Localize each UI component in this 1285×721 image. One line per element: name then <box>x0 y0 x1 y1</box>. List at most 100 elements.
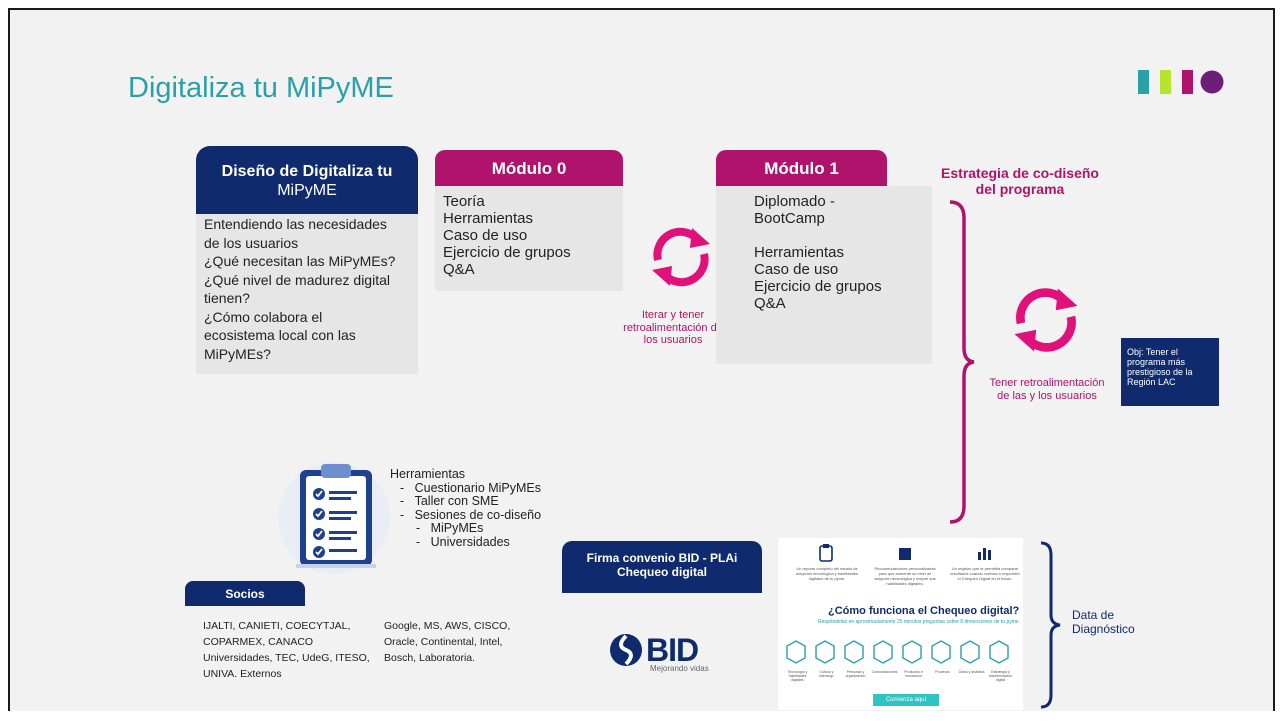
partner-line: UNIVA. Externos <box>203 668 282 680</box>
dimension-icons <box>786 640 1009 664</box>
herramientas-item: - Taller con SME <box>400 494 499 508</box>
diag-heading: ¿Cómo funciona el Chequeo digital? <box>828 605 1020 617</box>
dimension-hex-icon <box>960 640 980 664</box>
objective-line: programa más <box>1127 357 1186 367</box>
iterate-line: retroalimentación de <box>623 321 723 334</box>
objective-line: prestigioso de la <box>1127 367 1193 377</box>
dimension-labels: Tecnología y habilidades digitales Cultu… <box>783 670 1023 682</box>
herramientas-item-label: Cuestionario MiPyMEs <box>414 480 542 495</box>
diseno-line: ecosistema local con las <box>204 327 356 343</box>
dimension-label: Procesos <box>935 670 950 674</box>
diseno-header-line1: Diseño de Digitaliza tu <box>221 163 393 180</box>
herramientas-subitem: - MiPyMEs <box>416 521 484 535</box>
diag-col-3: Un registro que te permitirá comparar re… <box>950 566 1020 581</box>
objective-line: Región LAC <box>1127 377 1176 387</box>
feedback-line: de las y los usuarios <box>997 389 1097 402</box>
slide: Digitaliza tu MiPyME Diseño de Digitaliz… <box>8 8 1275 711</box>
estrategia-title-line: del programa <box>975 181 1065 197</box>
partner-line: Universidades, TEC, UdeG, ITESO, <box>203 652 370 664</box>
chart-icon <box>978 548 991 560</box>
dimension-label: Datos y analítica <box>958 670 985 674</box>
dimension-label: Personas y organización <box>845 670 866 678</box>
diseno-line: tienen? <box>204 290 250 306</box>
herramientas-item-label: Taller con SME <box>414 494 499 508</box>
dimension-label: Tecnología y habilidades digitales <box>787 670 808 682</box>
diseno-line: Entendiendo las necesidades <box>204 216 387 232</box>
firma-line: Firma convenio BID - PLAi <box>586 551 738 565</box>
diag-col-2: Recomendaciones personalizadas para que … <box>874 566 936 586</box>
feedback-cycle-icon <box>1014 288 1078 352</box>
diseno-line: MiPyMEs? <box>204 345 271 362</box>
refresh-icon <box>652 227 710 287</box>
dimension-hex-icon <box>815 640 835 664</box>
brand-bars-icon <box>1138 70 1224 94</box>
magenta-bar <box>1182 70 1193 94</box>
modulo1-item: Q&A <box>754 295 786 312</box>
dimension-label: Estrategia y transformación digital <box>988 670 1013 682</box>
dimension-hex-icon <box>786 640 806 664</box>
modulo1-item: BootCamp <box>754 210 825 227</box>
diseno-line: de los usuarios <box>204 234 299 251</box>
dimension-hex-icon <box>844 640 864 664</box>
dimension-hex-icon <box>989 640 1009 664</box>
dimension-label: Comunicaciones <box>871 670 898 674</box>
herramientas-subitem-label: MiPyMEs <box>430 521 484 535</box>
diseno-line: ¿Qué necesitan las MiPyMEs? <box>204 253 396 269</box>
iterate-line: Iterar y tener <box>641 309 705 321</box>
iterate-caption: Iterar y tener retroalimentación de los … <box>608 309 738 347</box>
right-brace-icon <box>949 200 975 524</box>
partner-line: Bosch, Laboratoria. <box>384 652 476 664</box>
modulo0-item: Q&A <box>443 261 475 278</box>
herramientas-subitem: - Universidades <box>416 534 510 549</box>
modulo0-item: Teoría <box>443 193 485 210</box>
teal-bar <box>1138 70 1149 94</box>
data-diag-line: Diagnóstico <box>1072 622 1135 636</box>
diseno-header: Diseño de Digitaliza tu MiPyME <box>196 146 418 214</box>
modulo1-item <box>754 227 882 244</box>
modulo0-list: Teoría Herramientas Caso de uso Ejercici… <box>443 193 571 278</box>
feedback-caption: Tener retroalimentación de las y los usu… <box>972 377 1122 402</box>
dimension-label: Productos e innovación <box>904 670 923 678</box>
building-icon <box>899 548 911 560</box>
modulo1-item: Ejercicio de grupos <box>754 278 882 295</box>
diag-col-1: Un reporte completo del estado de adopci… <box>795 566 859 581</box>
objective-box <box>1121 338 1219 406</box>
modulo1-item: Herramientas <box>754 244 845 261</box>
diseno-box <box>196 214 418 374</box>
data-diagnostico-label: Data de Diagnóstico <box>1072 608 1135 636</box>
herramientas-title: Herramientas <box>390 467 466 481</box>
partner-line: COPARMEX, CANACO <box>203 636 314 648</box>
clipboard-checklist-icon <box>278 462 390 574</box>
purple-dot <box>1200 70 1224 94</box>
diag-subheading: Respóndelas en aproximadamente 25 minuto… <box>818 619 1021 625</box>
modulo0-item: Herramientas <box>443 210 534 227</box>
lime-bar <box>1160 70 1171 94</box>
herramientas-item: - Cuestionario MiPyMEs <box>400 480 542 495</box>
herramientas-item: - Sesiones de co-diseño <box>400 507 542 522</box>
modulo1-list: Diplomado - BootCamp Herramientas Caso d… <box>754 193 882 312</box>
estrategia-title-line: Estrategia de co-diseño <box>941 165 1099 181</box>
estrategia-title: Estrategia de co-diseño del programa <box>930 165 1110 197</box>
objective-line: Obj: Tener el <box>1127 347 1178 357</box>
modulo0-item: Caso de uso <box>443 227 528 244</box>
diseno-header-line2: MiPyME <box>277 182 337 199</box>
blue-brace-icon <box>1040 541 1061 709</box>
clipboard-icon <box>819 544 833 562</box>
herramientas-list: Herramientas - Cuestionario MiPyMEs - Ta… <box>390 467 542 549</box>
herramientas-item-label: Sesiones de co-diseño <box>414 507 542 522</box>
dimension-hex-icon <box>902 640 922 664</box>
partners-global: Google, MS, AWS, CISCO, Oracle, Continen… <box>384 618 510 666</box>
modulo1-box <box>716 186 932 364</box>
bid-logo-icon <box>610 634 642 666</box>
socios-header: Socios <box>185 581 305 606</box>
bid-tagline: Mejorando vidas <box>650 664 709 673</box>
modulo0-header: Módulo 0 <box>435 150 623 186</box>
comienza-button[interactable]: Comienza aquí <box>873 694 939 706</box>
dimension-hex-icon <box>873 640 893 664</box>
feedback-line: Tener retroalimentación <box>989 377 1105 389</box>
dimension-label: Cultura y liderazgo <box>819 670 834 678</box>
objective-text: Obj: Tener el programa más prestigioso d… <box>1127 347 1215 387</box>
partner-line: IJALTI, CANIETI, COECYTJAL, <box>203 620 351 632</box>
firma-line: Chequeo digital <box>617 565 707 579</box>
partner-line: Oracle, Continental, Intel, <box>384 636 503 648</box>
